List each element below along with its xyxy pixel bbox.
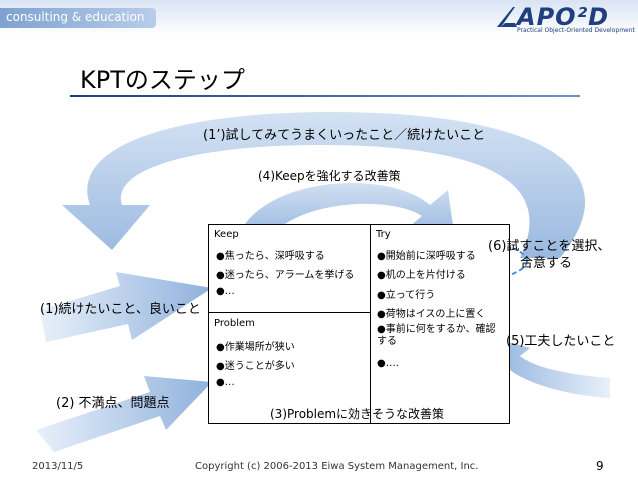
label-step6-line2: 合意する: [520, 256, 573, 271]
brand-strip: consulting & education: [0, 8, 156, 28]
brand-text: consulting & education: [6, 10, 145, 24]
label-step6-line1: (6)試すことを選択、: [488, 239, 611, 254]
label-step4: (4)Keepを強化する改善策: [258, 169, 401, 183]
arrow-step2-into-problem: [36, 376, 212, 452]
logo-text: APO²D: [517, 3, 609, 31]
problem-item: ●…: [216, 377, 235, 388]
kpt-table: [208, 224, 510, 424]
title-underline: [70, 95, 580, 97]
try-item: ●立って行う: [377, 290, 436, 301]
footer-copyright: Copyright (c) 2006-2013 Eiwa System Mana…: [195, 461, 479, 472]
slide-title: KPTのステップ: [80, 66, 245, 94]
logo-tagline: Practical Object-Oriented Development: [517, 27, 635, 34]
try-item: ●開始前に深呼吸する: [377, 251, 476, 262]
arrow-step1-into-keep: [40, 272, 212, 342]
keep-item: ●…: [216, 286, 235, 297]
label-step2: (2) 不満点、問題点: [56, 396, 170, 411]
kpt-divider-vertical: [370, 224, 371, 423]
try-item: ●荷物はイスの上に置く: [377, 309, 486, 320]
problem-item: ●迷うことが多い: [216, 361, 295, 372]
label-step5: (5)工夫したいこと: [506, 334, 616, 349]
label-step1-prime: (1’)試してみてうまくいったこと／続けたいこと: [203, 128, 486, 143]
keep-item: ●迷ったら、アラームを挙げる: [216, 270, 355, 281]
page-number: 9: [596, 459, 604, 473]
arc-arrow-keep-to-try: [240, 182, 455, 240]
try-item: ●事前に何をするか、確認する: [377, 324, 496, 347]
keep-header: Keep: [214, 229, 239, 240]
try-item: ●….: [377, 358, 399, 369]
try-header: Try: [376, 229, 391, 240]
problem-item: ●作業場所が狭い: [216, 342, 295, 353]
arrow-step5-into-try: [486, 336, 610, 398]
logo-mark-icon: [497, 7, 517, 27]
try-item: ●机の上を片付ける: [377, 270, 466, 281]
company-logo: APO²D Practical Object-Oriented Developm…: [495, 3, 635, 34]
keep-item: ●焦ったら、深呼吸する: [216, 251, 325, 262]
arc-arrow-1prime: [62, 111, 586, 258]
kpt-divider-horizontal: [208, 312, 371, 313]
footer-date: 2013/11/5: [32, 461, 84, 472]
label-step1: (1)続けたいこと、良いこと: [40, 302, 201, 317]
label-step3: (3)Problemに効きそうな改善策: [270, 407, 445, 421]
problem-header: Problem: [214, 318, 255, 329]
